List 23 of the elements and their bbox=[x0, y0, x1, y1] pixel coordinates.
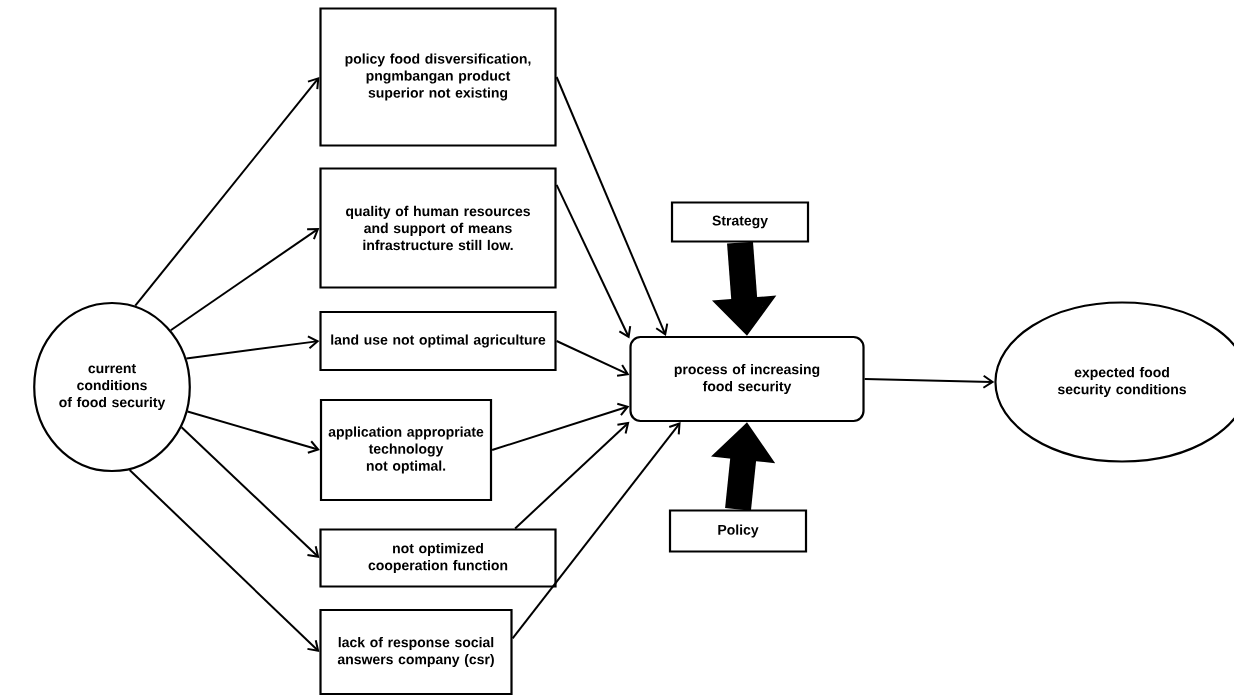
arrow bbox=[180, 426, 320, 558]
process-box: application appropriate technology not optimal. bbox=[319, 398, 493, 502]
arrow bbox=[169, 228, 320, 332]
arrow bbox=[511, 422, 681, 640]
arrow bbox=[491, 402, 630, 451]
arrow bbox=[863, 374, 995, 389]
process-box: quality of human resources and support of means infrastructure still low. bbox=[319, 167, 557, 289]
arrow bbox=[134, 77, 320, 307]
process-box: not optimized cooperation function bbox=[319, 528, 557, 588]
arrow bbox=[555, 76, 669, 336]
arrow bbox=[186, 410, 320, 454]
process-box: lack of response social answers company (csr) bbox=[319, 608, 513, 696]
label-box: Strategy bbox=[670, 201, 810, 243]
arrow bbox=[128, 468, 320, 652]
arrow bbox=[185, 335, 320, 360]
oval-node: current conditions of food security bbox=[33, 301, 191, 473]
label-box: Policy bbox=[668, 509, 808, 553]
arrow bbox=[555, 340, 630, 377]
arrow bbox=[514, 421, 630, 530]
process-box: policy food disversification, pngmbangan product superior not existing bbox=[319, 7, 557, 147]
arrow bbox=[555, 183, 632, 339]
process-box: process of increasing food security bbox=[629, 335, 865, 423]
process-box: land use not optimal agriculture bbox=[319, 310, 557, 372]
